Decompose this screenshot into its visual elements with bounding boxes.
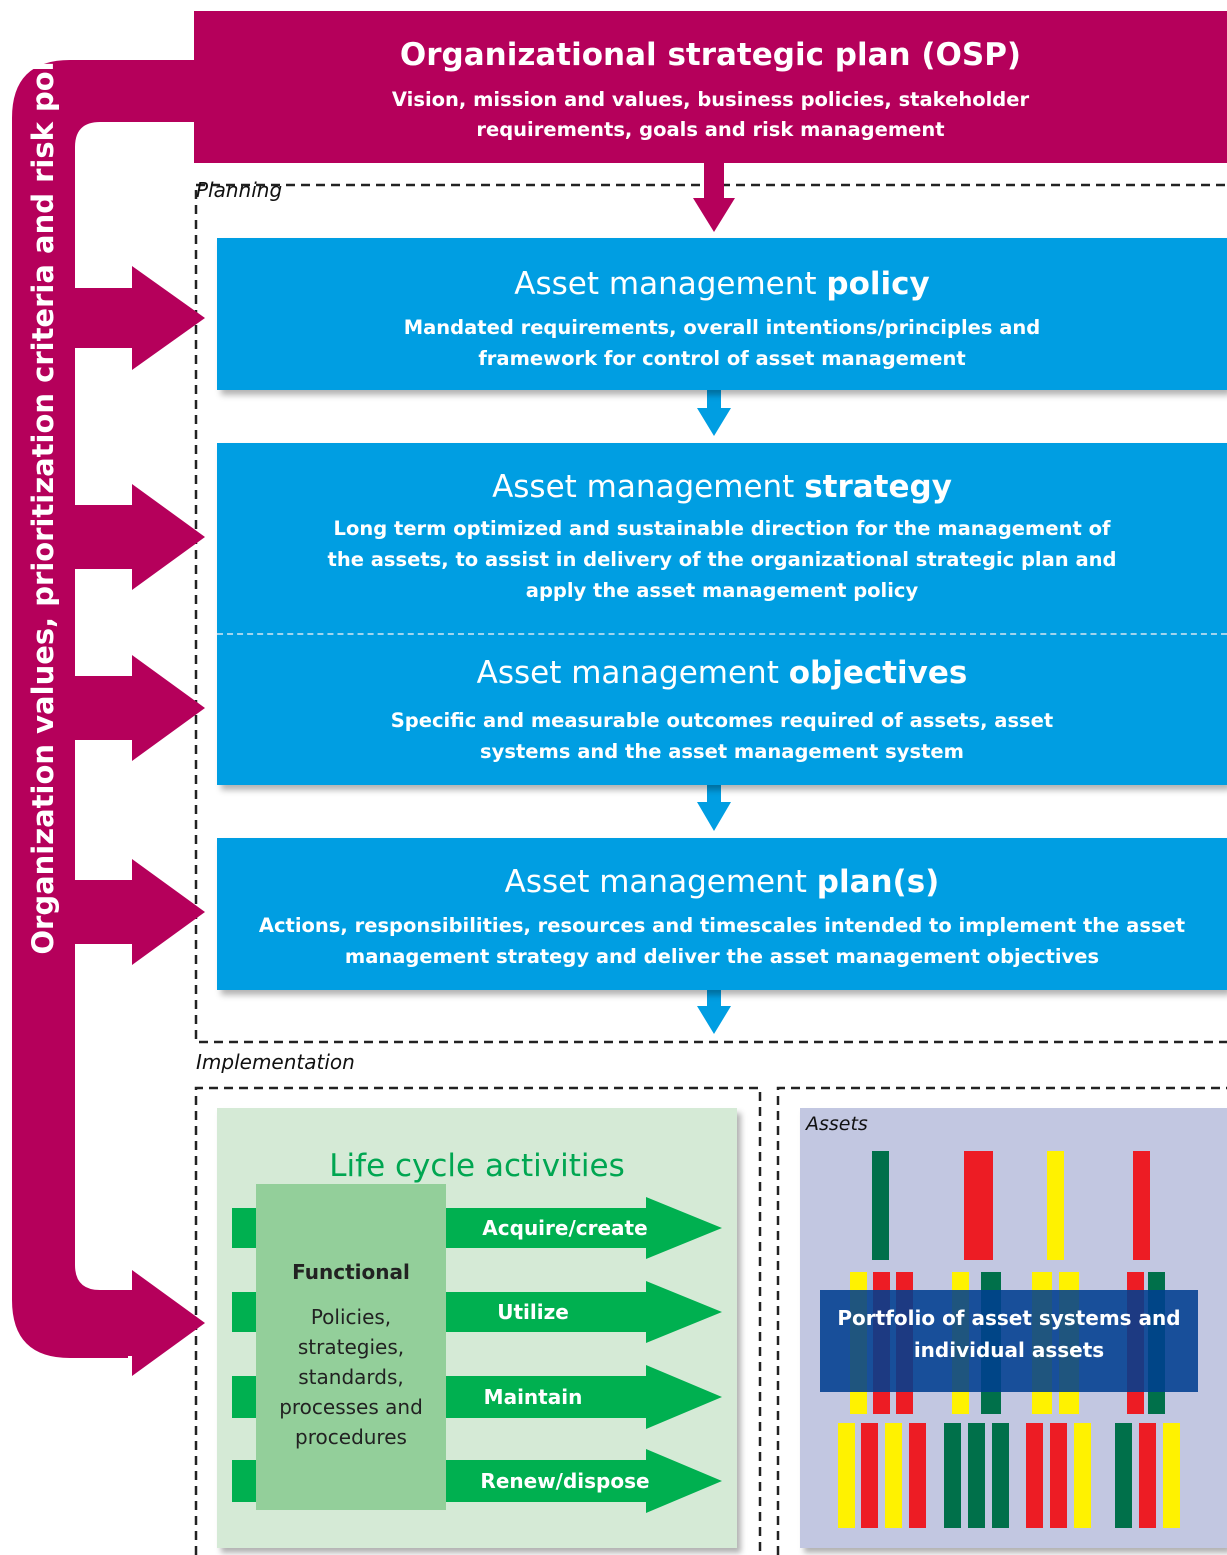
activity-arrow-utilize: [444, 1281, 722, 1343]
planning-frame: [194, 183, 1227, 1044]
arrow-osp-to-policy: [693, 163, 735, 232]
activity-label-utilize: Utilize: [497, 1300, 569, 1324]
side-bracket: [12, 60, 194, 1358]
objectives-subtitle: Specific and measurable outcomes require…: [390, 709, 1054, 763]
asset-bar: [909, 1423, 926, 1528]
functional-box: Functional Policies, strategies, standar…: [256, 1184, 446, 1510]
policy-title-prefix: Asset management: [514, 266, 827, 302]
activity-stub-1: [232, 1208, 258, 1248]
activity-stub-4: [232, 1460, 258, 1502]
asset-bar: [1047, 1151, 1064, 1260]
portfolio-text: Portfolio of asset systems and individua…: [837, 1306, 1181, 1362]
asset-bar: [885, 1423, 902, 1528]
strategy-subtitle: Long term optimized and sustainable dire…: [327, 517, 1117, 602]
asset-bar: [1139, 1423, 1156, 1528]
side-arrow-policy: [70, 266, 205, 370]
strategy-objectives-box: Asset management strategy Long term opti…: [217, 443, 1227, 785]
lifecycle-title: Life cycle activities: [329, 1148, 625, 1184]
planning-label: Planning: [196, 178, 283, 202]
activity-label-acquire: Acquire/create: [482, 1216, 648, 1240]
asset-bar: [944, 1423, 961, 1528]
side-arrows: [70, 266, 205, 1376]
asset-bar: [968, 1423, 985, 1528]
asset-bar: [861, 1423, 878, 1528]
asset-bar: [964, 1151, 993, 1260]
asset-bar: [1133, 1151, 1150, 1260]
activity-arrow-renew: [444, 1449, 722, 1513]
activity-label-renew: Renew/dispose: [480, 1469, 650, 1493]
asset-bars-top: [872, 1151, 1150, 1260]
side-arrow-objectives: [70, 655, 205, 761]
strategy-objectives-divider: [217, 633, 1227, 635]
policy-title: Asset management policy: [217, 266, 1227, 302]
assets-label: Assets: [806, 1113, 868, 1135]
arrow-plans-to-implementation: [697, 990, 731, 1034]
functional-body: Policies, strategies, standards, process…: [279, 1305, 423, 1449]
osp-title: Organizational strategic plan (OSP): [399, 37, 1022, 73]
plans-title-prefix: Asset management: [504, 864, 817, 900]
activity-arrow-maintain: [444, 1365, 722, 1429]
strategy-title: Asset management strategy: [217, 469, 1227, 505]
arrow-policy-to-strategy: [697, 390, 731, 436]
side-arrow-plans: [70, 859, 205, 965]
osp-subtitle: Vision, mission and values, business pol…: [391, 88, 1030, 141]
asset-bar: [1026, 1423, 1043, 1528]
activity-arrow-acquire: [444, 1197, 722, 1259]
assets-frame: [776, 1086, 1227, 1555]
objectives-title: Asset management objectives: [217, 655, 1227, 691]
plans-title-bold: plan(s): [816, 864, 940, 900]
policy-box: Asset management policy Mandated require…: [217, 238, 1227, 390]
objectives-title-prefix: Asset management: [476, 655, 789, 691]
policy-title-bold: policy: [826, 266, 930, 302]
objectives-title-bold: objectives: [788, 655, 968, 691]
activity-arrows: [232, 1197, 722, 1513]
policy-subtitle: Mandated requirements, overall intention…: [403, 316, 1041, 370]
activity-label-maintain: Maintain: [483, 1385, 583, 1409]
osp-box: Organizational strategic plan (OSP) Visi…: [194, 11, 1227, 163]
plans-box: Asset management plan(s) Actions, respon…: [217, 838, 1227, 990]
asset-bar: [872, 1151, 889, 1260]
asset-bar: [1074, 1423, 1091, 1528]
strategy-title-bold: strategy: [804, 469, 952, 505]
side-arrow-lifecycle: [75, 1270, 205, 1376]
plans-title: Asset management plan(s): [217, 864, 1227, 900]
functional-heading: Functional: [292, 1260, 410, 1284]
plans-subtitle: Actions, responsibilities, resources and…: [258, 914, 1186, 968]
asset-bars-bottom: [838, 1423, 1180, 1528]
portfolio-band: [820, 1290, 1198, 1392]
implementation-label: Implementation: [196, 1050, 355, 1074]
side-label: Organization values, prioritization crit…: [26, 15, 60, 955]
strategy-title-prefix: Asset management: [492, 469, 805, 505]
activity-stub-2: [232, 1292, 258, 1332]
arrow-objectives-to-plans: [697, 785, 731, 831]
asset-bar: [1163, 1423, 1180, 1528]
asset-bar: [1050, 1423, 1067, 1528]
asset-bar: [838, 1423, 855, 1528]
asset-bar: [992, 1423, 1009, 1528]
side-arrow-strategy: [70, 484, 205, 590]
activity-stub-3: [232, 1376, 258, 1418]
asset-bar: [1115, 1423, 1132, 1528]
